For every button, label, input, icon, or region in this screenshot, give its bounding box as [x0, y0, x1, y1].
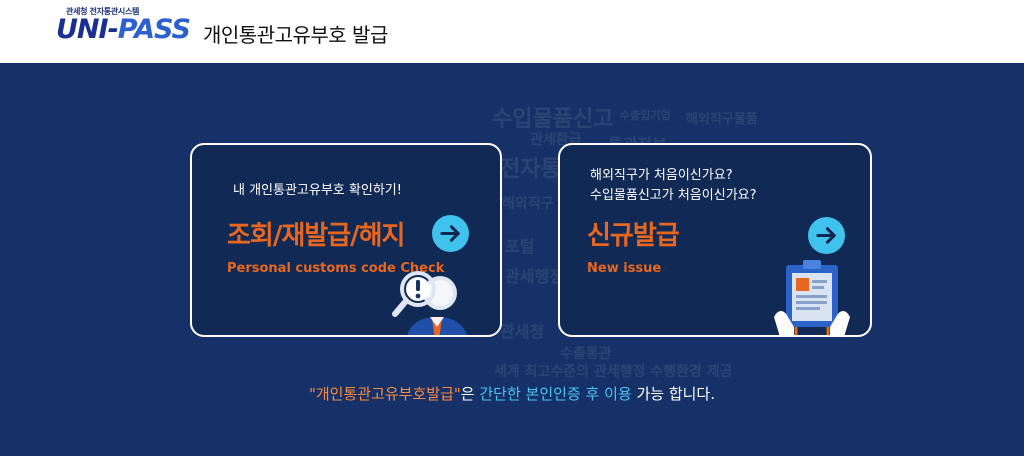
- notice-particle: 은: [460, 385, 480, 403]
- arrow-right-icon: [440, 225, 460, 242]
- issue-arrow-button[interactable]: [808, 217, 845, 254]
- header: 관세청 전자통관시스템 UNI-PASS 개인통관고유부호 발급: [0, 0, 1024, 63]
- issue-subtitle: New issue: [587, 261, 662, 276]
- logo-pass: PASS: [117, 14, 191, 45]
- arrow-right-icon: [816, 227, 836, 244]
- issue-hint-line2: 수입물품신고가 처음이신가요?: [590, 188, 757, 203]
- new-issue-card[interactable]: 해외직구가 처음이신가요? 수입물품신고가 처음이신가요? 신규발급 New i…: [558, 143, 872, 337]
- bg-word: 관세행정: [505, 267, 564, 286]
- page-title: 개인통관고유부호 발급: [203, 23, 388, 47]
- bg-word: 수출입기업: [620, 109, 671, 122]
- lookup-reissue-card[interactable]: 내 개인통관고유부호 확인하기! 조회/재발급/해지 Personal cust…: [190, 143, 502, 337]
- notice-end: 가능 합니다.: [631, 385, 715, 403]
- bg-word: 수입물품신고: [492, 107, 614, 132]
- bg-word: 수출통관: [560, 346, 612, 362]
- issue-hint: 해외직구가 처음이신가요? 수입물품신고가 처음이신가요?: [590, 166, 757, 206]
- bg-word: 포털: [505, 237, 535, 256]
- clipboard-hands-icon: [774, 260, 850, 335]
- notice-auth: 간단한 본인인증 후 이용: [479, 385, 632, 403]
- lookup-subtitle: Personal customs code Check: [227, 261, 445, 276]
- bg-word: 해외직구: [502, 196, 554, 212]
- bg-word: 해외직구물품: [686, 112, 758, 127]
- bg-word: 관세청: [500, 322, 545, 341]
- bg-word: 세계 최고수준의 관세행정 수행환경 제공: [494, 364, 733, 380]
- main-banner: 수입물품신고 수출입기업 해외직구물품 관세환급 전자통관 통관정보 해외직구 …: [0, 63, 1024, 456]
- issue-hint-line1: 해외직구가 처음이신가요?: [590, 168, 733, 183]
- unipass-logo[interactable]: 관세청 전자통관시스템 UNI-PASS: [56, 4, 196, 54]
- notice-text: "개인통관고유부호발급"은 간단한 본인인증 후 이용 가능 합니다.: [0, 383, 1024, 404]
- logo-uni: UNI-: [56, 14, 119, 45]
- logo-subtitle: 관세청 전자통관시스템: [66, 7, 140, 16]
- notice-service-name: "개인통관고유부호발급": [308, 385, 461, 403]
- issue-title: 신규발급: [587, 221, 680, 251]
- logo-wordmark: UNI-PASS: [56, 14, 191, 45]
- magnifier-person-icon: [392, 271, 467, 335]
- lookup-arrow-button[interactable]: [432, 215, 469, 252]
- lookup-title: 조회/재발급/해지: [227, 221, 405, 251]
- lookup-hint: 내 개인통관고유부호 확인하기!: [233, 183, 402, 198]
